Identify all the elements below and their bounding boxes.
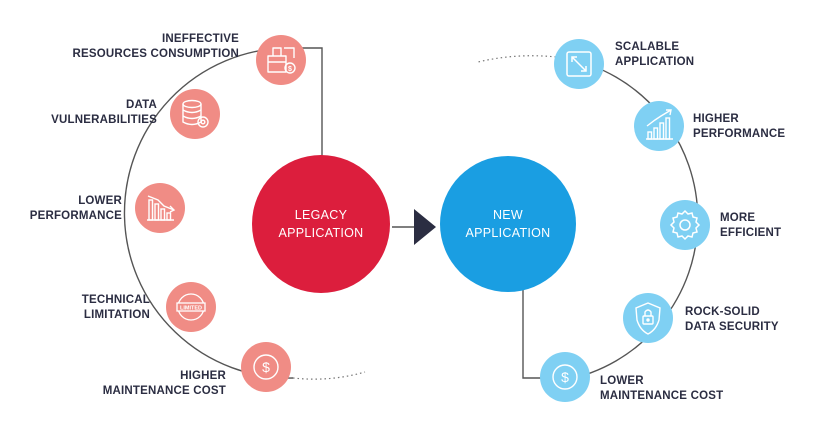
box-dollar-icon: $ — [256, 35, 306, 85]
label-line: LIMITATION — [83, 309, 150, 321]
label-line: TECHNICAL — [81, 294, 150, 306]
new-label-maintenance: LOWER MAINTENANCE COST — [600, 374, 723, 404]
label-line: HIGHER — [180, 370, 226, 382]
new-application-circle — [440, 156, 576, 292]
legacy-title-line1: LEGACY — [294, 208, 348, 222]
expand-arrow-icon — [554, 39, 604, 89]
label-line: PERFORMANCE — [29, 210, 122, 222]
legacy-label-technical: TECHNICAL LIMITATION — [82, 293, 150, 323]
label-line: INEFFECTIVE — [162, 33, 239, 45]
label-line: MORE — [720, 212, 756, 224]
limited-stamp-text: LIMITED — [180, 306, 202, 312]
legacy-label-resources: INEFFECTIVE RESOURCES CONSUMPTION — [73, 32, 240, 62]
new-title-line1: NEW — [492, 208, 524, 222]
dollar-coin-icon: $ — [540, 352, 590, 402]
legacy-ring-dotted-tail — [292, 371, 366, 380]
new-title-line2: APPLICATION — [465, 226, 551, 240]
declining-bar-chart-icon — [135, 183, 185, 233]
shield-lock-icon — [623, 293, 673, 343]
label-line: DATA — [125, 99, 157, 111]
label-line: PERFORMANCE — [693, 128, 786, 140]
new-application-title: NEW APPLICATION — [447, 206, 569, 242]
new-label-security: ROCK-SOLID DATA SECURITY — [685, 305, 779, 335]
legacy-application-title: LEGACY APPLICATION — [260, 206, 382, 242]
legacy-ring-arc — [123, 47, 294, 379]
label-line: ROCK-SOLID — [685, 306, 760, 318]
label-line: DATA SECURITY — [685, 321, 779, 333]
label-line: MAINTENANCE COST — [600, 390, 724, 402]
label-line: SCALABLE — [615, 41, 680, 53]
new-label-scalable: SCALABLE APPLICATION — [615, 40, 694, 70]
new-label-efficient: MORE EFFICIENT — [720, 211, 781, 241]
limited-stamp-icon: LIMITED — [166, 282, 216, 332]
svg-text:$: $ — [288, 66, 292, 73]
gear-icon — [660, 200, 710, 250]
legacy-connector — [300, 47, 323, 160]
label-line: MAINTENANCE COST — [102, 385, 226, 397]
label-line: EFFICIENT — [720, 227, 782, 239]
dollar-coin-icon: $ — [241, 342, 291, 392]
legacy-application-circle — [252, 155, 390, 293]
svg-text:$: $ — [262, 359, 270, 375]
legacy-label-data: DATA VULNERABILITIES — [51, 98, 157, 128]
new-connector — [522, 280, 546, 379]
new-label-performance: HIGHER PERFORMANCE — [693, 112, 785, 142]
new-ring-dotted-tail — [477, 55, 566, 63]
label-line: LOWER — [78, 195, 122, 207]
label-line: APPLICATION — [615, 56, 695, 68]
label-line: HIGHER — [693, 113, 739, 125]
label-line: RESOURCES CONSUMPTION — [72, 48, 239, 60]
label-line: LOWER — [600, 375, 644, 387]
legacy-title-line2: APPLICATION — [278, 226, 364, 240]
legacy-label-maintenance: HIGHER MAINTENANCE COST — [103, 369, 226, 399]
database-gear-icon — [170, 89, 220, 139]
legacy-label-performance: LOWER PERFORMANCE — [30, 194, 122, 224]
rising-bar-chart-icon — [634, 101, 684, 151]
transition-arrow-icon — [414, 209, 436, 245]
label-line: VULNERABILITIES — [51, 114, 157, 126]
svg-text:$: $ — [561, 369, 569, 385]
